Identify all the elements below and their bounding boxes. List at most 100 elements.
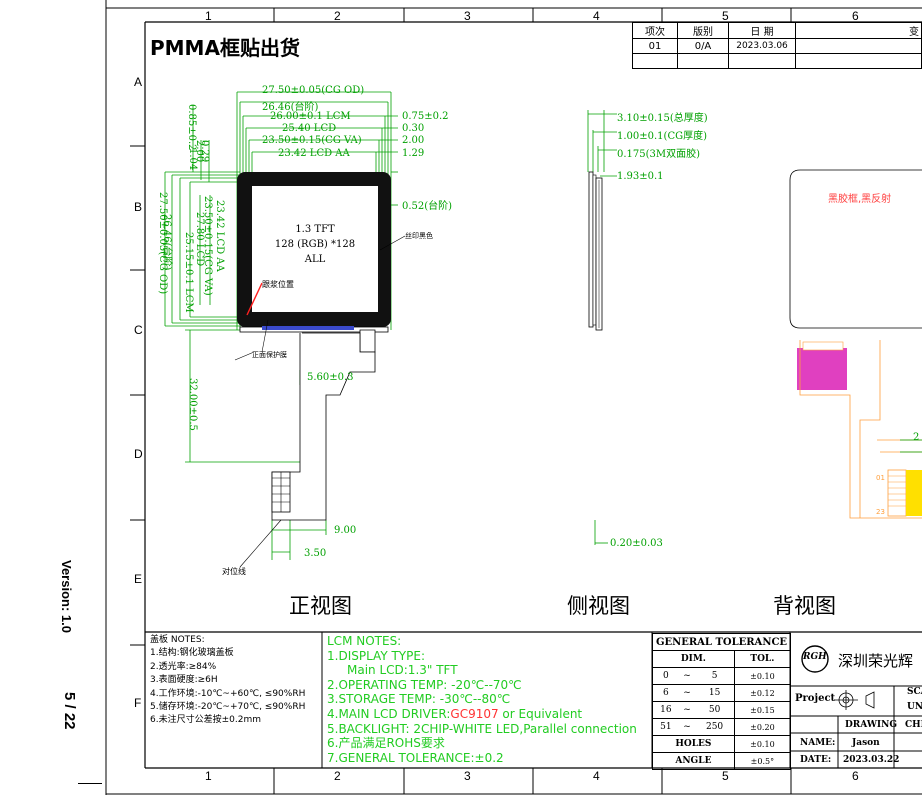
pin-23-label: 23: [876, 508, 885, 516]
drawing-label: DRAWING: [845, 720, 898, 730]
dim-cg-thickness: 1.00±0.1(CG厚度): [617, 131, 707, 142]
tolerance-title: GENERAL TOLERANCE: [652, 633, 791, 651]
tol-angle-value: ±0.5°: [733, 752, 792, 770]
rev-item: 01: [632, 38, 678, 54]
tolerance-dim-header: DIM.: [652, 650, 735, 668]
lcd-line-1: 1.3 TFT: [295, 224, 335, 235]
dim-left-step-height: 26.46(台阶): [161, 214, 172, 271]
rev-empty-3: [728, 53, 796, 69]
dim-aa-width: 23.42 LCD AA: [278, 148, 350, 159]
lcm-driver-suffix: or Equivalent: [498, 706, 583, 721]
company-logo: RGH: [803, 652, 827, 662]
dim-lcm-width: 26.00±0.1 LCM: [270, 111, 351, 122]
label-silkscreen: 丝印黑色: [405, 232, 433, 240]
grid-col-5: 5: [722, 9, 729, 23]
dim-back-right: 2: [913, 432, 920, 443]
grid-row-c: C: [134, 323, 143, 337]
cover-note-6: 6.未注尺寸公差按±0.2mm: [150, 715, 261, 726]
tol-r2-a: 16: [651, 701, 679, 719]
tol-r3-b: ~: [678, 718, 696, 736]
dim-1-93: 1.93±0.1: [617, 171, 664, 182]
tol-r1-a: 6: [651, 684, 679, 702]
dim-right-0-75: 0.75±0.2: [402, 111, 449, 122]
rev-empty-4: [795, 53, 922, 69]
tol-r2-b: ~: [678, 701, 696, 719]
lcd-panel: 1.3 TFT 128 (RGB) *128 ALL: [252, 222, 378, 267]
grid-col-6-bottom: 6: [852, 769, 859, 783]
lcm-note-1: 1.DISPLAY TYPE:: [327, 648, 425, 663]
back-view-label: 背视图: [773, 594, 836, 618]
lcm-note-7: 7.GENERAL TOLERANCE:±0.2: [327, 750, 504, 765]
rev-empty-1: [632, 53, 678, 69]
tolerance-tol-header: TOL.: [733, 650, 792, 668]
tol-r3-v: ±0.20: [733, 718, 792, 736]
lcm-note-5: 5.BACKLIGHT: 2CHIP-WHITE LED,Parallel co…: [327, 721, 637, 736]
drawing-title: PMMA框贴出货: [150, 36, 300, 60]
dim-left-aa-height: 23.42 LCD AA: [214, 200, 225, 272]
lcm-note-4: 4.MAIN LCD DRIVER:GC9107 or Equivalent: [327, 707, 637, 722]
dim-fpc-length: 32.00±0.5: [187, 378, 198, 431]
dim-3-50: 3.50: [304, 548, 327, 559]
lcd-line-3: ALL: [304, 254, 326, 265]
grid-col-1-bottom: 1: [205, 769, 212, 783]
tol-angle-label: ANGLE: [652, 752, 735, 770]
label-glue-position: 跟浆位置: [262, 280, 294, 289]
cover-note-4: 4.工作环境:-10℃~+60℃, ≤90%RH: [150, 688, 306, 699]
dim-total-thickness: 3.10±0.15(总厚度): [617, 113, 708, 124]
cover-note-5: 5.储存环境:-20℃~+70℃, ≤90%RH: [150, 702, 306, 713]
tol-holes-label: HOLES: [652, 735, 735, 753]
grid-row-f: F: [134, 696, 142, 710]
rev-change: [795, 38, 922, 54]
lcm-driver-ic: GC9107: [450, 706, 499, 721]
dim-lcd-width: 25.40 LCD: [282, 123, 337, 134]
lcm-note-1b: Main LCD:1.3" TFT: [347, 663, 458, 678]
rev-version: 0/A: [677, 38, 729, 54]
lcm-driver-prefix: 4.MAIN LCD DRIVER:: [327, 706, 451, 721]
scale-label: SCA: [907, 687, 922, 697]
dim-left-1-04: 1.04: [187, 148, 198, 171]
tolerance-table: GENERAL TOLERANCE DIM.TOL. 0~5±0.10 6~15…: [651, 633, 792, 770]
dim-left-lcm-height: 25.15±0.1 LCM: [183, 232, 194, 313]
dim-cg-od-width: 27.50±0.05(CG OD): [262, 85, 365, 96]
dim-right-step: 0.52(台阶): [402, 201, 453, 212]
cover-note-title: 盖板 NOTES:: [150, 635, 205, 645]
dim-right-1-29: 1.29: [402, 148, 425, 159]
grid-row-d: D: [134, 447, 143, 461]
revision-table: 项次 版别 日 期 变 01 0/A 2023.03.06: [632, 22, 922, 69]
rev-header-change: 变: [795, 22, 922, 39]
project-label: Project: [795, 693, 836, 704]
drafter-name: Jason: [852, 738, 880, 748]
lcm-note-2: 2.OPERATING TEMP: -20℃--70℃: [327, 677, 522, 692]
page-sidebar: Version: 1.0 5 / 22: [0, 0, 104, 795]
dim-cg-va-width: 23.50±0.15(CG VA): [262, 135, 362, 146]
cover-note-1: 1.结构:钢化玻璃盖板: [150, 648, 234, 659]
grid-col-4-bottom: 4: [593, 769, 600, 783]
label-alignment-line: 对位线: [222, 567, 246, 576]
lcm-note-3: 3.STORAGE TEMP: -30℃--80℃: [327, 692, 511, 707]
side-view-label: 侧视图: [567, 594, 630, 618]
lcm-note-title: LCM NOTES:: [327, 634, 402, 648]
checked-label: CHE: [905, 720, 922, 730]
dim-tape-thickness: 0.175(3M双面胶): [617, 149, 701, 160]
rev-header-item: 项次: [632, 22, 678, 39]
rev-date: 2023.03.06: [728, 38, 796, 54]
grid-col-6: 6: [852, 9, 859, 23]
lcm-notes: LCM NOTES: 1.DISPLAY TYPE: Main LCD:1.3"…: [327, 634, 637, 765]
tol-r2-v: ±0.15: [733, 701, 792, 719]
dim-left-lcd-height: 27.80 LCD: [194, 212, 205, 267]
tol-r1-c: 15: [695, 684, 735, 702]
dim-right-0-30: 0.30: [402, 123, 425, 134]
rev-header-date: 日 期: [728, 22, 796, 39]
dim-step-width: 26.46(台阶): [262, 102, 319, 113]
tol-r2-c: 50: [695, 701, 735, 719]
tol-r0-c: 5: [695, 667, 735, 685]
name-label: NAME:: [800, 738, 836, 748]
grid-col-4: 4: [593, 9, 600, 23]
grid-col-3-bottom: 3: [464, 769, 471, 783]
grid-row-a: A: [134, 75, 143, 89]
grid-col-2-bottom: 2: [334, 769, 341, 783]
lcd-line-2: 128 (RGB) *128: [274, 239, 356, 250]
pin-1-label: 01: [876, 474, 885, 482]
tol-r3-a: 51: [651, 718, 679, 736]
